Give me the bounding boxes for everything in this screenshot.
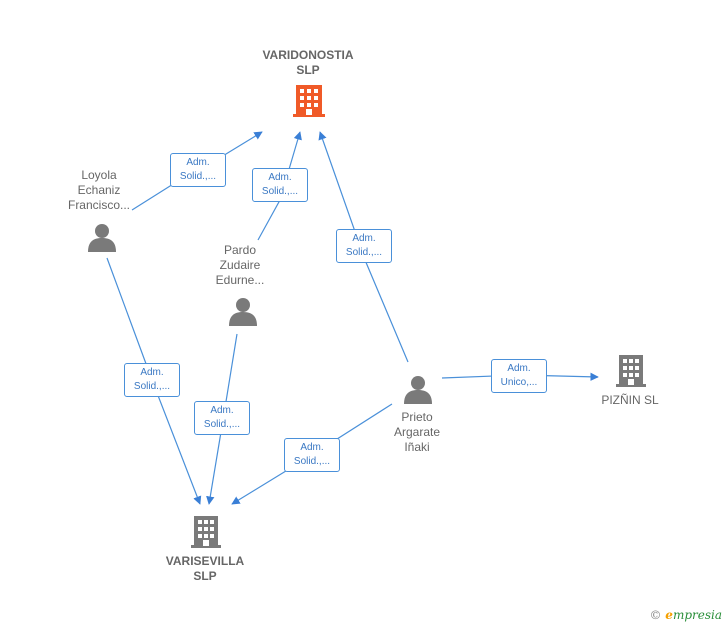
brand-logo-letter: e xyxy=(665,608,673,622)
edge-role-line: Solid.,... xyxy=(179,171,217,182)
edge-role-line: Unico,... xyxy=(500,377,538,388)
edge-role-line: Adm. xyxy=(186,157,210,168)
edge-label-prieto-varisevilla[interactable]: Adm. Solid.,... xyxy=(284,438,340,472)
building-icon[interactable] xyxy=(616,355,646,387)
edge-role-line: Adm. xyxy=(268,172,292,183)
edge-label-pardo-varisevilla[interactable]: Adm. Solid.,... xyxy=(194,401,250,435)
person-name-line: Echaniz xyxy=(77,183,121,197)
edge-label-loyola-varidonostia[interactable]: Adm. Solid.,... xyxy=(170,153,226,187)
edge-role-line: Adm. xyxy=(300,442,324,453)
person-label-prieto[interactable]: Prieto Argarate Iñaki xyxy=(380,410,454,455)
edge-role-line: Solid.,... xyxy=(293,456,331,467)
edge-role-line: Solid.,... xyxy=(203,419,241,430)
brand-name: mpresia xyxy=(672,608,722,622)
edge-role-line: Adm. xyxy=(507,363,531,374)
person-name-line: Pardo xyxy=(223,243,257,257)
person-name-line: Loyola xyxy=(81,168,117,182)
building-icon[interactable] xyxy=(191,516,221,548)
person-name-line: Edurne... xyxy=(215,273,265,287)
person-icon[interactable] xyxy=(404,376,432,404)
company-label-piznin[interactable]: PIZÑIN SL xyxy=(590,393,670,408)
company-name-line: SLP xyxy=(296,63,320,77)
person-icon[interactable] xyxy=(88,224,116,252)
edge-role-line: Adm. xyxy=(352,233,376,244)
person-name-line: Prieto xyxy=(401,410,433,424)
person-name-line: Iñaki xyxy=(404,440,430,454)
company-label-varisevilla[interactable]: VARISEVILLA SLP xyxy=(158,554,252,584)
edge-label-prieto-varidonostia[interactable]: Adm. Solid.,... xyxy=(336,229,392,263)
edge-role-line: Solid.,... xyxy=(345,247,383,258)
edge-label-prieto-piznin[interactable]: Adm. Unico,... xyxy=(491,359,547,393)
person-label-pardo[interactable]: Pardo Zudaire Edurne... xyxy=(200,243,280,288)
person-name-line: Zudaire xyxy=(219,258,261,272)
edge-role-line: Solid.,... xyxy=(261,186,299,197)
person-name-line: Argarate xyxy=(393,425,441,439)
edge-label-loyola-varisevilla[interactable]: Adm. Solid.,... xyxy=(124,363,180,397)
company-name-line: VARISEVILLA xyxy=(165,554,245,568)
footer-brand[interactable]: © empresia xyxy=(649,608,722,622)
person-label-loyola[interactable]: Loyola Echaniz Francisco... xyxy=(56,168,142,213)
edge-label-pardo-varidonostia[interactable]: Adm. Solid.,... xyxy=(252,168,308,202)
person-name-line: Francisco... xyxy=(67,198,130,212)
company-name-line: PIZÑIN SL xyxy=(601,393,659,407)
copyright-icon: © xyxy=(649,608,662,622)
company-label-varidonostia[interactable]: VARIDONOSTIA SLP xyxy=(250,48,366,78)
company-name-line: SLP xyxy=(193,569,217,583)
building-icon[interactable] xyxy=(293,85,325,117)
edge-role-line: Solid.,... xyxy=(133,381,171,392)
edge-role-line: Adm. xyxy=(140,367,164,378)
edge-role-line: Adm. xyxy=(210,405,234,416)
person-icon[interactable] xyxy=(229,298,257,326)
company-name-line: VARIDONOSTIA xyxy=(262,48,354,62)
